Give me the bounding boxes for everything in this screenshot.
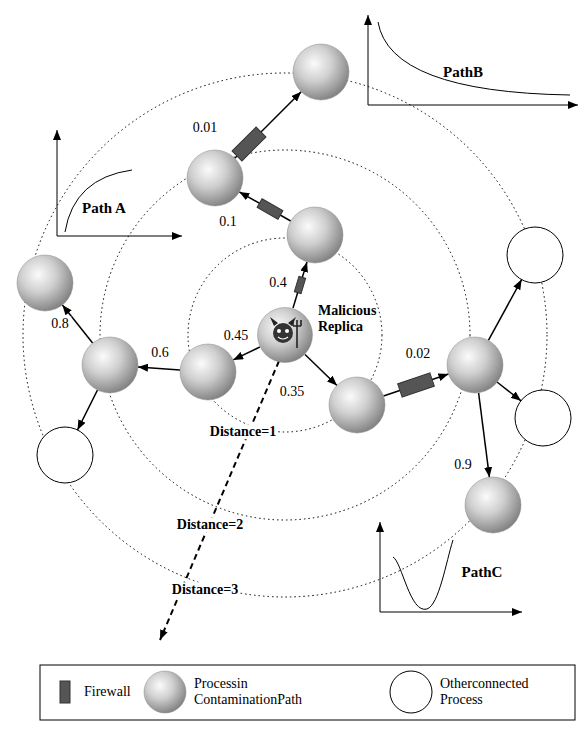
distance-arrow [160,361,279,640]
firewall-symbol [294,276,305,293]
process-sphere [82,337,138,393]
legend-swatch [140,669,190,715]
devil-mouth [278,337,288,339]
contamination-arrow [239,192,290,221]
other-process-circle [507,227,563,283]
legend-text: Otherconnected Process [440,676,550,708]
contamination-arrow [138,367,180,370]
malicious-replica: Malicious Replica [257,307,313,363]
process-sphere [144,671,186,713]
devil-trident [293,320,301,348]
process-sphere [17,255,73,311]
process-sphere [465,477,521,533]
contamination-arrow [497,382,521,401]
devil-head [273,323,293,343]
legend-item: Otherconnected Process [386,669,550,715]
graph-curve [393,540,453,609]
legend-swatch [52,677,80,707]
process-sphere [447,337,503,393]
probability-label: 0.02 [404,346,433,361]
probability-label: 0.4 [267,275,289,290]
graph-axis [380,522,381,612]
probability-label: 0.1 [217,214,239,229]
probability-label: 0.6 [149,345,171,360]
firewall-symbol [398,373,435,397]
probability-label: 0.45 [222,328,251,343]
distance-label: Distance=2 [175,517,245,532]
distance-label: Distance=1 [208,424,278,439]
contamination-arrow [479,393,490,477]
devil-eye [285,329,289,333]
process-sphere [293,44,349,100]
contamination-arrow [233,347,260,360]
graph-title: Path A [80,200,128,217]
contamination-arrow [305,355,337,386]
legend-text: Firewall [84,684,131,700]
devil-eye [277,329,281,333]
graph-axis [368,105,578,106]
probability-label: 0.9 [452,457,474,472]
probability-label: 0.01 [191,120,220,135]
probability-label: 0.8 [49,316,71,331]
legend-item: Processin ContaminationPath [140,669,322,715]
graph-axis [368,15,369,105]
graph-axis [57,130,58,236]
firewall-symbol [232,127,266,161]
process-sphere [180,344,236,400]
process-sphere [258,308,313,363]
distance-label: Distance=3 [170,582,240,597]
legend-text: Processin ContaminationPath [194,676,322,708]
firewall-symbol [257,199,283,220]
distance-ring [100,150,470,520]
graph-axis [380,612,522,613]
other-process-circle [390,671,432,713]
other-process-circle [37,427,93,483]
contamination-arrow [293,262,307,308]
other-process-circle [515,390,571,446]
node-label: Malicious Replica [318,303,384,335]
legend-item: Firewall [52,677,131,707]
devil-icon [270,317,301,348]
firewall-symbol [60,681,70,703]
graph-curve [378,22,570,95]
process-sphere [329,377,385,433]
sphere-outline [257,307,313,363]
legend-swatch [386,669,436,715]
contamination-arrow [78,390,98,430]
probability-label: 0.35 [278,384,307,399]
graph-title: PathC [460,564,505,581]
process-sphere [287,207,343,263]
graph-axis [57,236,182,237]
process-sphere [187,150,243,206]
graph-title: PathB [441,64,485,81]
graph-curve [65,170,132,232]
legend-frame [40,665,575,720]
distance-ring [23,73,547,597]
contamination-arrow [488,280,521,341]
